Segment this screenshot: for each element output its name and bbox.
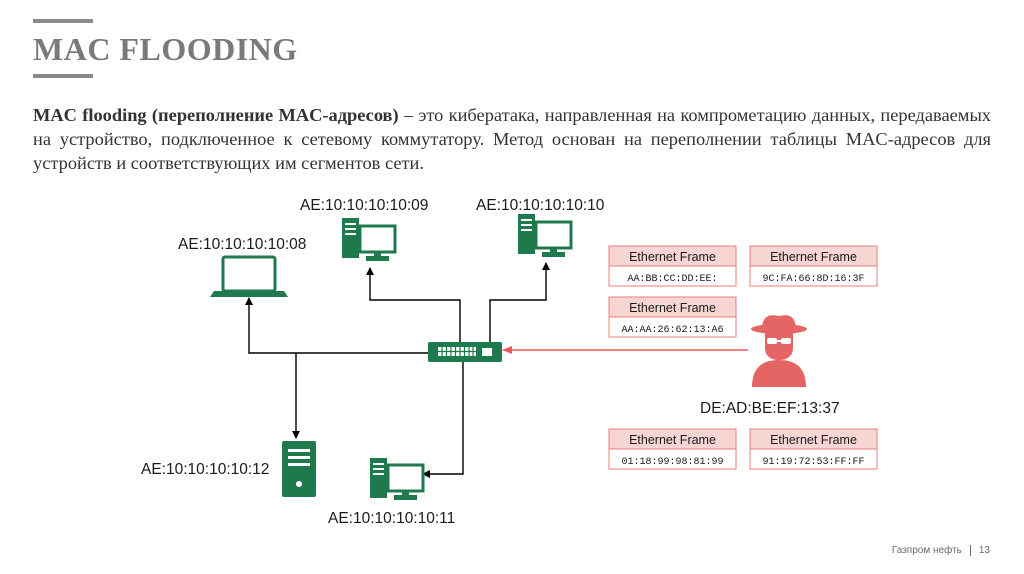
server-mac: AE:10:10:10:10:12 (141, 461, 269, 478)
frame-value: 01:18:99:98:81:99 (621, 457, 723, 468)
intro-term: MAC flooding (переполнение MAC-адресов) (33, 105, 399, 125)
intro-text: – это кибератака, направленная на компро… (33, 105, 992, 173)
frame-value: AA:AA:26:62:13:A6 (621, 325, 723, 336)
laptop-icon (210, 255, 288, 297)
server-icon (282, 441, 316, 497)
intro-paragraph: MAC flooding (переполнение MAC-адресов) … (33, 103, 991, 175)
frame-title: Ethernet Frame (770, 433, 857, 447)
pc-top-left-icon (342, 218, 397, 261)
frame-value: 91:19:72:53:FF:FF (762, 457, 864, 468)
ethernet-frame: Ethernet Frame 9C:FA:66:8D:16:3F (749, 245, 878, 287)
title-accent-bottom (33, 74, 93, 78)
hacker-glasses (767, 338, 791, 344)
pc-bottom-icon (370, 458, 425, 500)
connections (245, 262, 550, 478)
laptop-mac: AE:10:10:10:10:08 (178, 236, 306, 253)
page-number: 13 (978, 545, 990, 556)
frame-value: 9C:FA:66:8D:16:3F (762, 274, 864, 285)
link-laptop (245, 297, 428, 354)
page-title: MAC FLOODING (33, 31, 298, 67)
frame-title: Ethernet Frame (770, 250, 857, 264)
switch-icon (428, 342, 502, 362)
ethernet-frame: Ethernet Frame 01:18:99:98:81:99 (608, 428, 737, 470)
frame-title: Ethernet Frame (629, 433, 716, 447)
ethernet-frame: Ethernet Frame AA:AA:26:62:13:A6 (608, 296, 737, 338)
frame-title: Ethernet Frame (629, 250, 716, 264)
footer-separator (969, 545, 971, 556)
pc-top-right-mac: AE:10:10:10:10:10 (476, 197, 605, 214)
link-pc-top-right (489, 262, 550, 342)
ethernet-frame: Ethernet Frame 91:19:72:53:FF:FF (749, 428, 878, 470)
footer-company: Газпром нефть (891, 545, 962, 556)
pc-top-left-mac: AE:10:10:10:10:09 (300, 197, 428, 214)
frame-title: Ethernet Frame (629, 301, 716, 315)
frame-value: AA:BB:CC:DD:EE: (627, 274, 717, 285)
link-pc-bottom (422, 362, 464, 478)
footer: Газпром нефть 13 (892, 545, 990, 556)
title-accent-top (33, 19, 93, 23)
link-pc-top-left (366, 267, 461, 342)
ethernet-frame: Ethernet Frame AA:BB:CC:DD:EE: (608, 245, 737, 287)
pc-bottom-mac: AE:10:10:10:10:11 (328, 510, 455, 527)
attacker-mac: DE:AD:BE:EF:13:37 (700, 400, 840, 417)
hacker-icon (751, 315, 807, 387)
pc-top-right-icon (518, 214, 573, 257)
